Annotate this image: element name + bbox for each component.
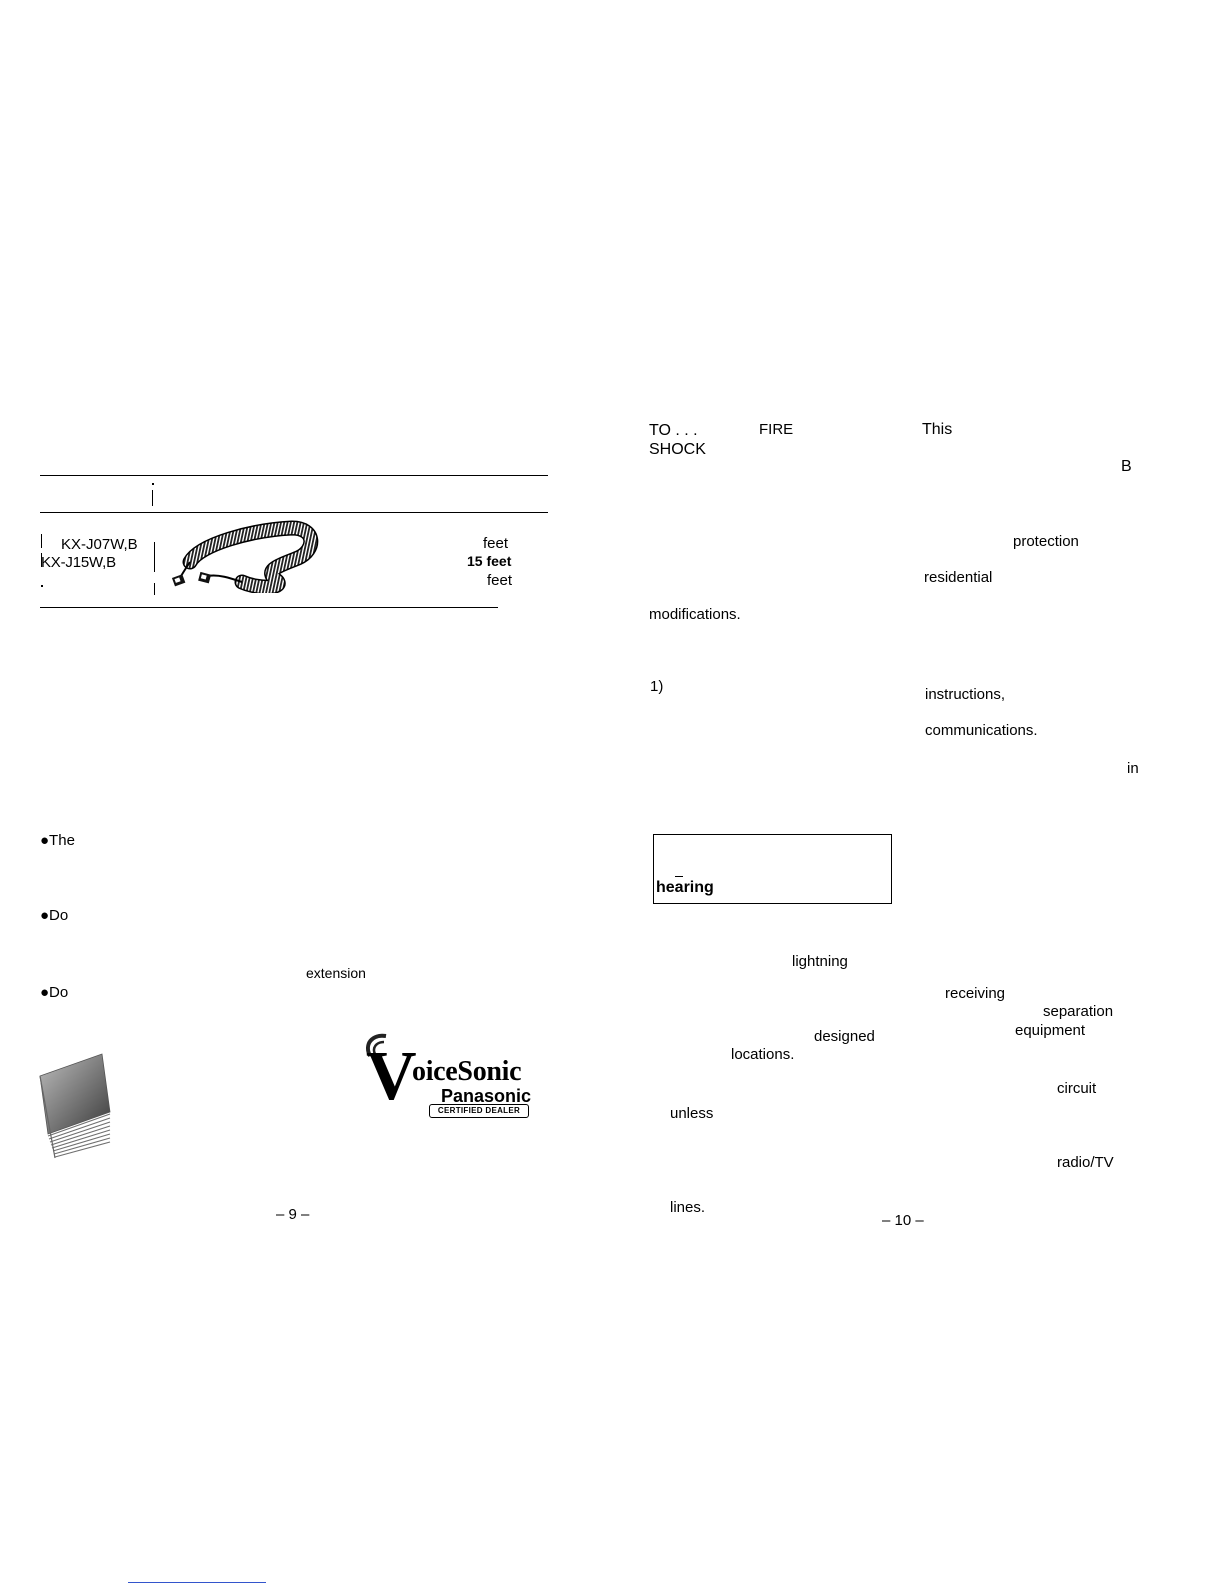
- warning-heading: B: [1121, 458, 1132, 475]
- model-number: KX-J15W,B: [41, 554, 116, 571]
- row-marker-dot: [41, 585, 43, 587]
- row-marker-2: [41, 553, 42, 567]
- logo-brand: oiceSonic: [412, 1056, 522, 1087]
- body-word: residential: [924, 569, 993, 586]
- body-word: circuit: [1057, 1080, 1097, 1097]
- book-stack-illustration: [39, 1053, 111, 1159]
- table-top-rule: [40, 475, 548, 476]
- page-number: – 10 –: [882, 1212, 924, 1229]
- warning-heading: This: [922, 421, 953, 438]
- body-word: lightning: [792, 953, 848, 970]
- warning-heading: SHOCK: [649, 441, 706, 458]
- warning-heading: TO . . .: [649, 422, 698, 439]
- body-word: designed: [814, 1028, 875, 1045]
- body-word: lines.: [670, 1199, 706, 1216]
- body-word: in: [1127, 760, 1139, 777]
- body-word: modifications.: [649, 606, 741, 623]
- notice-text: hearing: [656, 879, 714, 896]
- column-divider-dot: [152, 483, 154, 485]
- coiled-cord-illustration: [171, 520, 319, 593]
- body-word: protection: [1013, 533, 1079, 550]
- table-header-rule: [40, 512, 548, 513]
- logo-swoosh-icon: [366, 1033, 387, 1057]
- cord-length: feet: [487, 572, 513, 589]
- notice-dash: [675, 876, 683, 877]
- body-word: radio/TV: [1057, 1154, 1114, 1171]
- row-marker: [41, 534, 42, 548]
- body-word: receiving: [945, 985, 1006, 1002]
- column-divider-body: [154, 542, 155, 572]
- logo-v-letter: V: [366, 1038, 417, 1115]
- model-number: KX-J07W,B: [61, 536, 138, 553]
- logo-maker: Panasonic: [441, 1086, 532, 1106]
- page-number: – 9 –: [276, 1206, 310, 1223]
- link-underline: [128, 1582, 266, 1583]
- cord-length: feet: [483, 535, 509, 552]
- dealer-logo: V oiceSonic Panasonic CERTIFIED DEALER: [360, 1032, 550, 1118]
- warning-heading: FIRE: [759, 421, 794, 438]
- cord-length: 15 feet: [467, 553, 512, 569]
- notice-box: [653, 834, 892, 904]
- body-word: locations.: [731, 1046, 795, 1063]
- bullet-text: ●The: [40, 832, 75, 849]
- list-number: 1): [650, 678, 664, 695]
- bullet-text: extension: [306, 965, 366, 981]
- table-bottom-rule: [40, 607, 498, 608]
- body-word: instructions,: [925, 686, 1006, 703]
- body-word: equipment: [1015, 1022, 1086, 1039]
- column-divider-header: [152, 490, 153, 506]
- bullet-text: ●Do: [40, 984, 69, 1001]
- column-divider-body-2: [154, 583, 155, 595]
- body-word: separation: [1043, 1003, 1114, 1020]
- body-word: unless: [670, 1105, 714, 1122]
- bullet-text: ●Do: [40, 907, 69, 924]
- logo-badge: CERTIFIED DEALER: [429, 1104, 529, 1118]
- body-word: communications.: [925, 722, 1038, 739]
